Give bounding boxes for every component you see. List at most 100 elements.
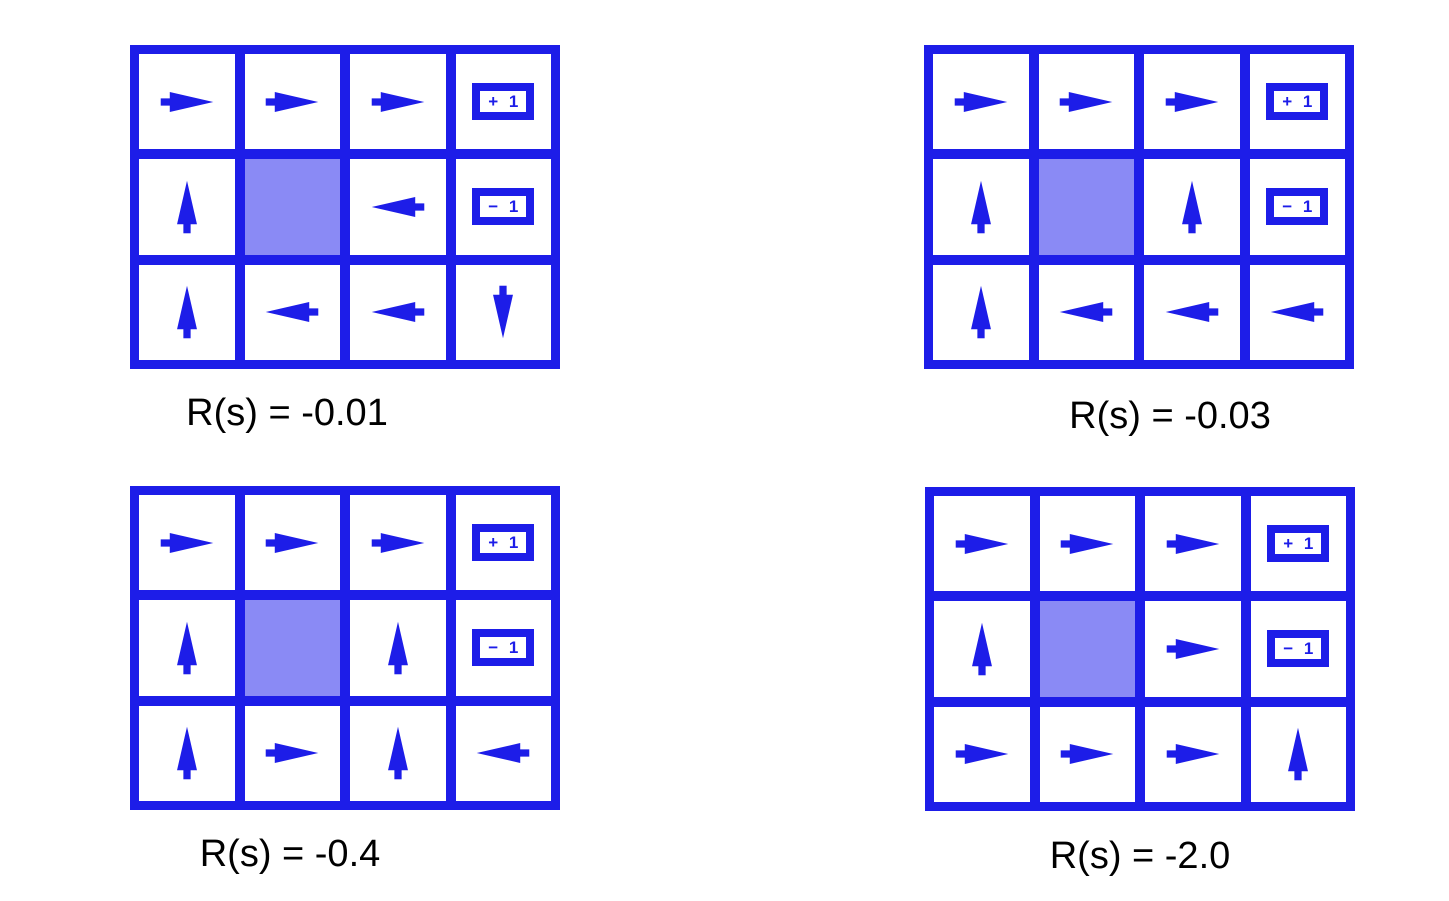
- right-arrow-icon: [1166, 744, 1220, 765]
- grid-cell: [1039, 706, 1135, 802]
- grid-cell: [933, 159, 1029, 255]
- wall-cell: [1039, 601, 1135, 697]
- grid-cell: [1249, 264, 1345, 360]
- right-arrow-icon: [371, 91, 425, 112]
- grid-cell: + 1: [455, 54, 551, 150]
- wall-cell: [1038, 159, 1134, 255]
- up-arrow-icon: [970, 180, 991, 234]
- grid-cell: [1144, 264, 1240, 360]
- right-arrow-icon: [955, 533, 1009, 554]
- grid-cell: − 1: [1250, 601, 1346, 697]
- up-arrow-icon: [176, 727, 197, 780]
- right-arrow-icon: [265, 91, 319, 112]
- up-arrow-icon: [176, 286, 197, 339]
- grid-cell: [244, 264, 340, 360]
- terminal-minus-one: − 1: [1266, 188, 1329, 226]
- right-arrow-icon: [1166, 533, 1220, 554]
- policy-grid-bottom-right: + 1 − 1: [925, 487, 1355, 811]
- grid-cell: − 1: [455, 159, 551, 255]
- grid-cell: [244, 495, 340, 591]
- grid-cell: [1038, 264, 1134, 360]
- policy-grid-top-right: + 1 − 1: [924, 45, 1354, 369]
- left-arrow-icon: [1270, 302, 1324, 323]
- policy-caption-top-left: R(s) = -0.01: [186, 392, 388, 434]
- grid-cell: [350, 264, 446, 360]
- right-arrow-icon: [954, 91, 1008, 112]
- grid-cell: + 1: [1250, 496, 1346, 592]
- left-arrow-icon: [476, 743, 530, 764]
- right-arrow-icon: [1059, 91, 1113, 112]
- terminal-minus-one: − 1: [472, 629, 535, 667]
- grid-cell: [139, 54, 235, 150]
- up-arrow-icon: [1181, 180, 1202, 234]
- grid-cell: [350, 159, 446, 255]
- policy-grid-bottom-left: + 1 − 1: [130, 486, 560, 810]
- grid-cell: [350, 600, 446, 696]
- right-arrow-icon: [160, 532, 214, 553]
- terminal-minus-one: − 1: [1267, 630, 1330, 668]
- grid-cell: [1250, 706, 1346, 802]
- left-arrow-icon: [265, 302, 319, 323]
- policy-caption-top-right: R(s) = -0.03: [1069, 395, 1271, 437]
- up-arrow-icon: [971, 622, 992, 676]
- grid-cell: [933, 264, 1029, 360]
- terminal-plus-one: + 1: [472, 524, 535, 562]
- grid-cell: − 1: [455, 600, 551, 696]
- terminal-plus-one: + 1: [1266, 83, 1329, 121]
- right-arrow-icon: [1165, 91, 1219, 112]
- grid-cell: [244, 705, 340, 801]
- grid-cell: [1144, 54, 1240, 150]
- right-arrow-icon: [265, 532, 319, 553]
- terminal-minus-one: − 1: [472, 188, 535, 226]
- terminal-plus-one: + 1: [472, 83, 535, 121]
- grid-cell: [350, 54, 446, 150]
- policy-grid-top-left: + 1 − 1: [130, 45, 560, 369]
- policy-caption-bottom-left: R(s) = -0.4: [199, 833, 381, 875]
- right-arrow-icon: [160, 91, 214, 112]
- right-arrow-icon: [265, 743, 319, 764]
- up-arrow-icon: [176, 180, 197, 234]
- right-arrow-icon: [371, 532, 425, 553]
- policy-caption-bottom-right: R(s) = -2.0: [1049, 835, 1231, 877]
- up-arrow-icon: [176, 621, 197, 675]
- grid-cell: [1038, 54, 1134, 150]
- grid-cell: [455, 705, 551, 801]
- left-arrow-icon: [1165, 302, 1219, 323]
- grid-cell: [1145, 496, 1241, 592]
- grid-cell: [934, 706, 1030, 802]
- grid-cell: [934, 496, 1030, 592]
- right-arrow-icon: [955, 744, 1009, 765]
- up-arrow-icon: [970, 286, 991, 339]
- right-arrow-icon: [1166, 639, 1220, 659]
- grid-cell: [1145, 601, 1241, 697]
- left-arrow-icon: [1059, 302, 1113, 323]
- grid-cell: [1145, 706, 1241, 802]
- grid-cell: [350, 495, 446, 591]
- grid-cell: [350, 705, 446, 801]
- terminal-plus-one: + 1: [1267, 525, 1330, 563]
- right-arrow-icon: [1060, 744, 1114, 765]
- up-arrow-icon: [1288, 728, 1309, 781]
- grid-cell: [934, 601, 1030, 697]
- left-arrow-icon: [371, 197, 425, 217]
- down-arrow-icon: [493, 286, 514, 339]
- grid-cell: [139, 264, 235, 360]
- right-arrow-icon: [1060, 533, 1114, 554]
- grid-cell: [1144, 159, 1240, 255]
- grid-cell: [139, 159, 235, 255]
- up-arrow-icon: [387, 727, 408, 780]
- grid-cell: − 1: [1249, 159, 1345, 255]
- grid-cell: + 1: [1249, 54, 1345, 150]
- left-arrow-icon: [371, 302, 425, 323]
- grid-cell: [1039, 496, 1135, 592]
- grid-cell: [244, 54, 340, 150]
- grid-cell: [139, 600, 235, 696]
- grid-cell: [139, 705, 235, 801]
- grid-cell: [933, 54, 1029, 150]
- grid-cell: [139, 495, 235, 591]
- wall-cell: [244, 600, 340, 696]
- grid-cell: + 1: [455, 495, 551, 591]
- up-arrow-icon: [387, 621, 408, 675]
- grid-cell: [455, 264, 551, 360]
